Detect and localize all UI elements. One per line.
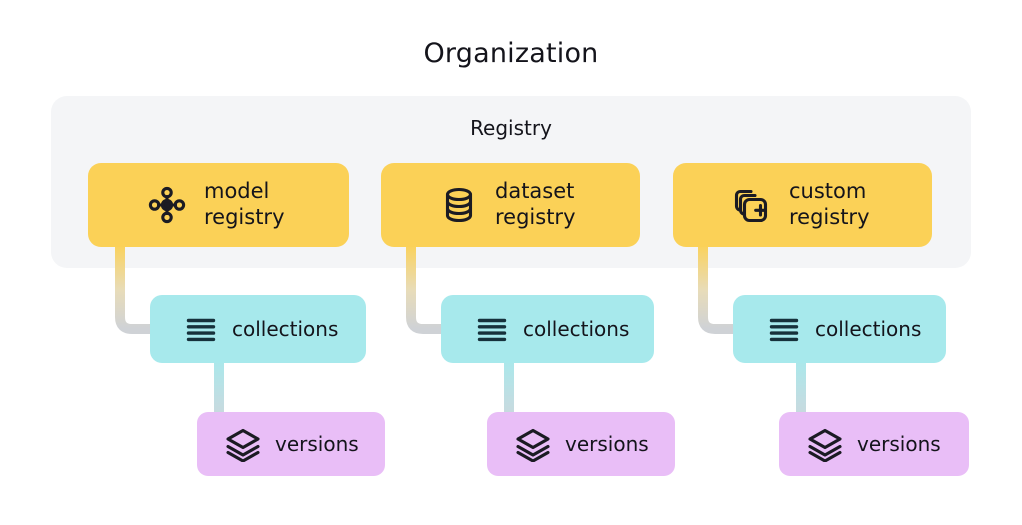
versions-card-1[interactable]: versions bbox=[197, 412, 385, 476]
stacked-squares-plus-icon bbox=[731, 184, 773, 226]
registry-card-dataset[interactable]: dataset registry bbox=[381, 163, 640, 247]
versions-card-3-label: versions bbox=[857, 431, 941, 456]
versions-card-1-label: versions bbox=[275, 431, 359, 456]
registry-card-dataset-label: dataset registry bbox=[495, 179, 576, 229]
collections-card-1[interactable]: collections bbox=[150, 295, 366, 363]
layers-stack-icon bbox=[515, 426, 551, 462]
collections-card-2[interactable]: collections bbox=[441, 295, 654, 363]
versions-card-3[interactable]: versions bbox=[779, 412, 969, 476]
collections-card-3-label: collections bbox=[815, 316, 922, 341]
collections-card-1-label: collections bbox=[232, 316, 339, 341]
registry-card-custom[interactable]: custom registry bbox=[673, 163, 932, 247]
collections-card-2-label: collections bbox=[523, 316, 630, 341]
registry-panel-title: Registry bbox=[470, 116, 552, 140]
list-lines-icon bbox=[184, 312, 218, 346]
layers-stack-icon bbox=[225, 426, 261, 462]
registry-card-model[interactable]: model registry bbox=[88, 163, 349, 247]
collections-card-3[interactable]: collections bbox=[733, 295, 946, 363]
versions-card-2[interactable]: versions bbox=[487, 412, 675, 476]
node-graph-icon bbox=[146, 184, 188, 226]
registry-card-model-label: model registry bbox=[204, 179, 285, 229]
registry-card-custom-label: custom registry bbox=[789, 179, 870, 229]
list-lines-icon bbox=[475, 312, 509, 346]
versions-card-2-label: versions bbox=[565, 431, 649, 456]
layers-stack-icon bbox=[807, 426, 843, 462]
page-title: Organization bbox=[423, 38, 599, 69]
list-lines-icon bbox=[767, 312, 801, 346]
database-cylinder-icon bbox=[439, 184, 479, 226]
